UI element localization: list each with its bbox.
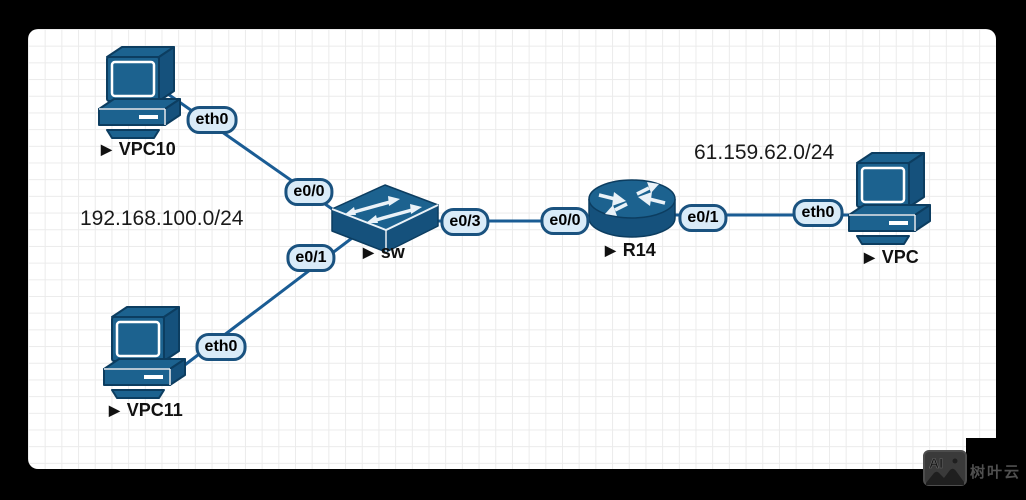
watermark-backdrop xyxy=(966,438,1026,500)
started-marker-icon: ▶ xyxy=(363,244,374,260)
interface-label-sw-e0-3[interactable]: e0/3 xyxy=(440,208,490,236)
node-r14[interactable] xyxy=(587,177,677,246)
node-label-sw: ▶sw xyxy=(363,242,405,262)
interface-label-vpc11-eth0[interactable]: eth0 xyxy=(195,333,247,361)
interface-label-r14-e0-0[interactable]: e0/0 xyxy=(540,207,590,235)
started-marker-icon: ▶ xyxy=(864,249,875,265)
router-icon xyxy=(588,179,676,238)
interface-label-vpc-eth0[interactable]: eth0 xyxy=(792,199,844,227)
diagram-canvas[interactable] xyxy=(28,29,996,469)
interface-label-r14-e0-1[interactable]: e0/1 xyxy=(678,204,728,232)
interface-label-sw-e0-0[interactable]: e0/0 xyxy=(284,178,334,206)
started-marker-icon: ▶ xyxy=(101,141,112,157)
interface-label-sw-e0-1[interactable]: e0/1 xyxy=(286,244,336,272)
ai-image-icon: AI xyxy=(923,450,967,486)
network-label-wan[interactable]: 61.159.62.0/24 xyxy=(694,141,835,164)
computer-icon xyxy=(848,152,931,245)
node-label-vpc: ▶VPC xyxy=(864,247,919,267)
network-label-lan[interactable]: 192.168.100.0/24 xyxy=(80,207,244,230)
started-marker-icon: ▶ xyxy=(109,402,120,418)
computer-icon xyxy=(103,306,186,399)
node-label-vpc10: ▶VPC10 xyxy=(101,139,176,159)
node-sw[interactable] xyxy=(330,183,440,260)
computer-icon xyxy=(98,46,181,139)
switch-icon xyxy=(331,184,439,253)
started-marker-icon: ▶ xyxy=(605,242,616,258)
node-label-r14: ▶R14 xyxy=(605,240,656,260)
watermark-ai-text: AI xyxy=(929,455,943,471)
watermark: AI xyxy=(922,449,968,494)
node-vpc11[interactable] xyxy=(102,305,198,406)
node-vpc[interactable] xyxy=(847,151,943,252)
node-vpc10[interactable] xyxy=(97,45,193,146)
node-label-vpc11: ▶VPC11 xyxy=(109,400,183,420)
interface-label-vpc10-eth0[interactable]: eth0 xyxy=(186,106,238,134)
watermark-brand-text: 树叶云 xyxy=(970,464,1022,481)
